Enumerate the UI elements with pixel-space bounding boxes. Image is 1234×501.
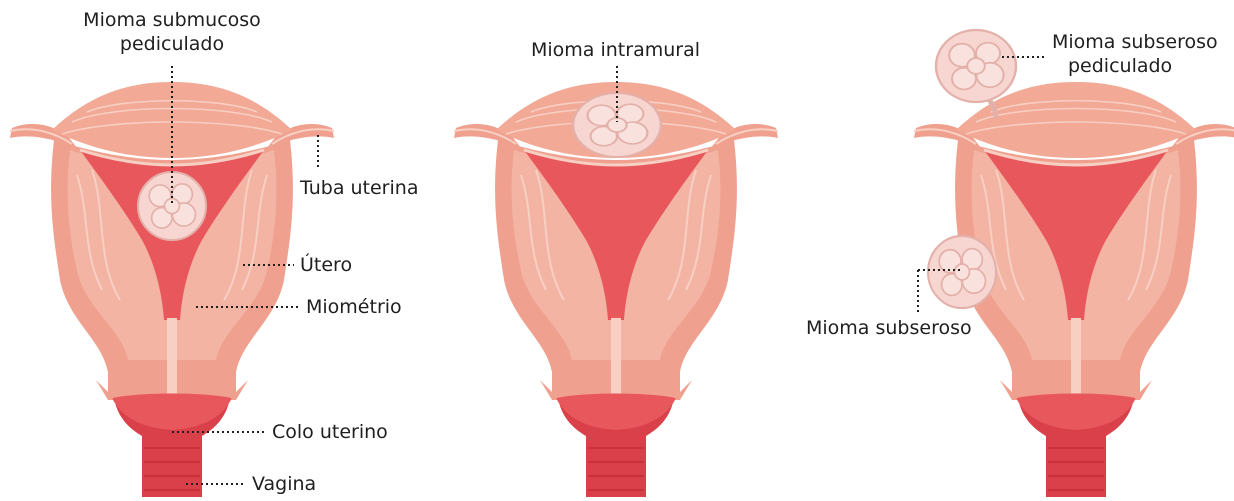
label-line: pediculado [1052, 54, 1218, 78]
label-mioma-subseroso-pediculado: Mioma subseroso pediculado [1052, 30, 1218, 78]
mioma-subseroso-shape [928, 236, 996, 308]
label-line: Mioma submucoso [62, 8, 282, 32]
mioma-subseroso-pediculado-shape [936, 30, 1016, 102]
label-line: Mioma subseroso [1052, 30, 1218, 54]
label-tuba-uterina: Tuba uterina [300, 176, 418, 200]
label-colo-uterino: Colo uterino [272, 420, 388, 444]
label-miometrio: Miométrio [306, 295, 402, 319]
label-utero: Útero [300, 253, 352, 277]
label-mioma-intramural: Mioma intramural [531, 38, 700, 62]
label-mioma-submucoso-pediculado: Mioma submucoso pediculado [62, 8, 282, 56]
label-mioma-subseroso: Mioma subseroso [806, 316, 972, 340]
label-vagina: Vagina [252, 472, 316, 496]
label-line: pediculado [62, 32, 282, 56]
